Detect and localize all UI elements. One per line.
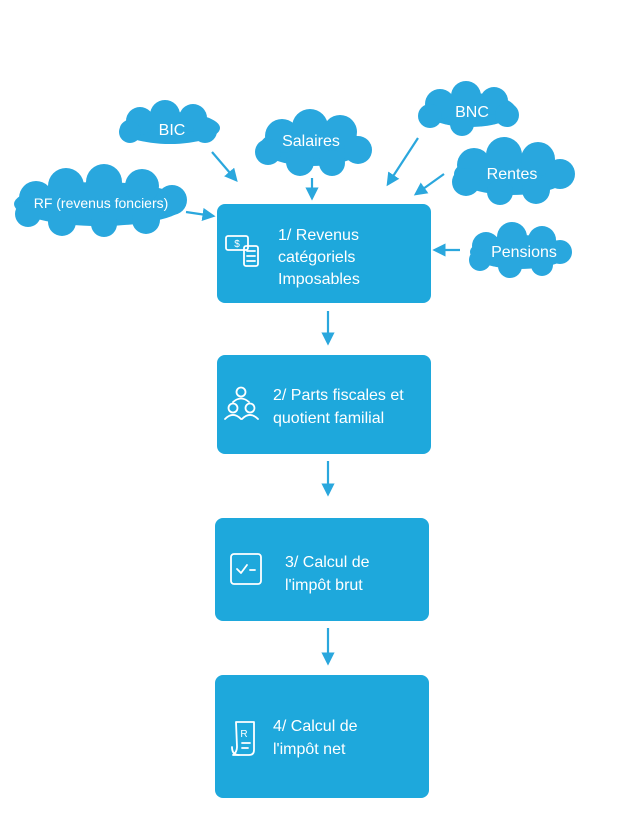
step-3-line-2: l'impôt brut [285, 577, 363, 594]
cloud-pensions: Pensions [469, 222, 572, 278]
money-calculator-icon: $ [225, 235, 259, 267]
step-2-text: 2/ Parts fiscales et quotient familial [273, 387, 408, 427]
step-1-line-3: Imposables [278, 271, 360, 288]
family-icon [224, 386, 259, 420]
svg-text:R: R [240, 729, 247, 740]
cloud-bic-label: BIC [159, 122, 186, 139]
step-box-2: 2/ Parts fiscales et quotient familial [217, 355, 431, 454]
step-4-line-2: l'impôt net [273, 741, 346, 758]
step-1-line-1: 1/ Revenus [278, 227, 359, 244]
cloud-rentes: Rentes [452, 137, 575, 205]
cloud-bnc-label: BNC [455, 104, 489, 121]
step-box-1: $ 1/ Revenus catégoriels Imposables [217, 204, 431, 303]
step-3-line-1: 3/ Calcul de [285, 554, 370, 571]
cloud-rf-label: RF (revenus fonciers) [34, 195, 169, 211]
arrow-bnc [386, 137, 419, 187]
step-box-3: 3/ Calcul de l'impôt brut [215, 518, 429, 621]
arrow-rentes [413, 173, 445, 196]
svg-text:$: $ [234, 239, 240, 250]
step-1-line-2: catégoriels [278, 249, 355, 266]
checklist-icon [230, 553, 262, 585]
cloud-rf: RF (revenus fonciers) [14, 164, 187, 237]
cloud-bnc: BNC [418, 81, 519, 136]
step-2-line-2: quotient familial [273, 410, 384, 427]
step-3-text: 3/ Calcul de l'impôt brut [285, 554, 374, 594]
cloud-bic: BIC [119, 100, 220, 144]
cloud-salaires-label: Salaires [282, 133, 340, 150]
step-4-line-1: 4/ Calcul de [273, 718, 358, 735]
prescription-icon: R [231, 721, 255, 756]
arrow-bic [211, 151, 238, 183]
step-1-text: 1/ Revenus catégoriels Imposables [278, 227, 363, 288]
cloud-rentes-label: Rentes [487, 166, 538, 183]
step-box-4: R 4/ Calcul de l'impôt net [215, 675, 429, 798]
arrow-rf [185, 207, 216, 221]
step-4-text: 4/ Calcul de l'impôt net [273, 718, 362, 758]
step-2-line-1: 2/ Parts fiscales et [273, 387, 404, 404]
cloud-salaires: Salaires [255, 109, 372, 176]
cloud-pensions-label: Pensions [491, 244, 557, 261]
